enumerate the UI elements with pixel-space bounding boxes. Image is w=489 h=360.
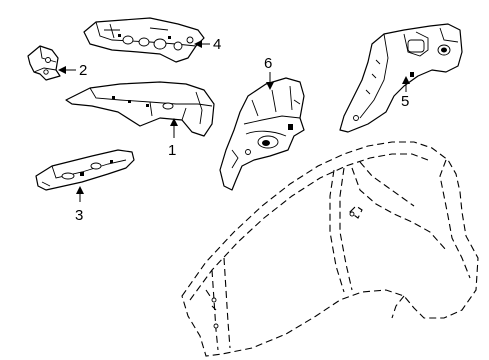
part-1-lower-rail (65, 81, 215, 137)
part-5-quarter-inner (339, 23, 463, 133)
callout-6: 6 (264, 55, 274, 90)
arrowhead-4 (194, 40, 202, 48)
callout-label-3: 3 (75, 207, 83, 224)
callout-4: 4 (194, 36, 221, 53)
callout-label-5: 5 (401, 93, 409, 110)
part-6-wheelhouse (219, 77, 305, 191)
part-2-bracket (27, 45, 61, 81)
part-4-upper-rail (83, 17, 205, 63)
arrowhead-6 (266, 82, 274, 90)
callout-label-2: 2 (79, 62, 87, 79)
arrowhead-1 (170, 118, 178, 126)
callout-label-1: 1 (168, 142, 176, 159)
callout-1: 1 (168, 118, 178, 159)
callout-2: 2 (58, 62, 87, 79)
body-side-outline (181, 141, 479, 357)
part-3-rocker (35, 149, 135, 191)
arrowhead-3 (76, 186, 84, 194)
arrowhead-2 (58, 66, 66, 74)
callout-label-4: 4 (213, 36, 221, 53)
arrowhead-5 (402, 76, 410, 84)
callout-3: 3 (75, 186, 84, 224)
callout-label-6: 6 (264, 55, 272, 72)
callout-5: 5 (401, 76, 410, 110)
